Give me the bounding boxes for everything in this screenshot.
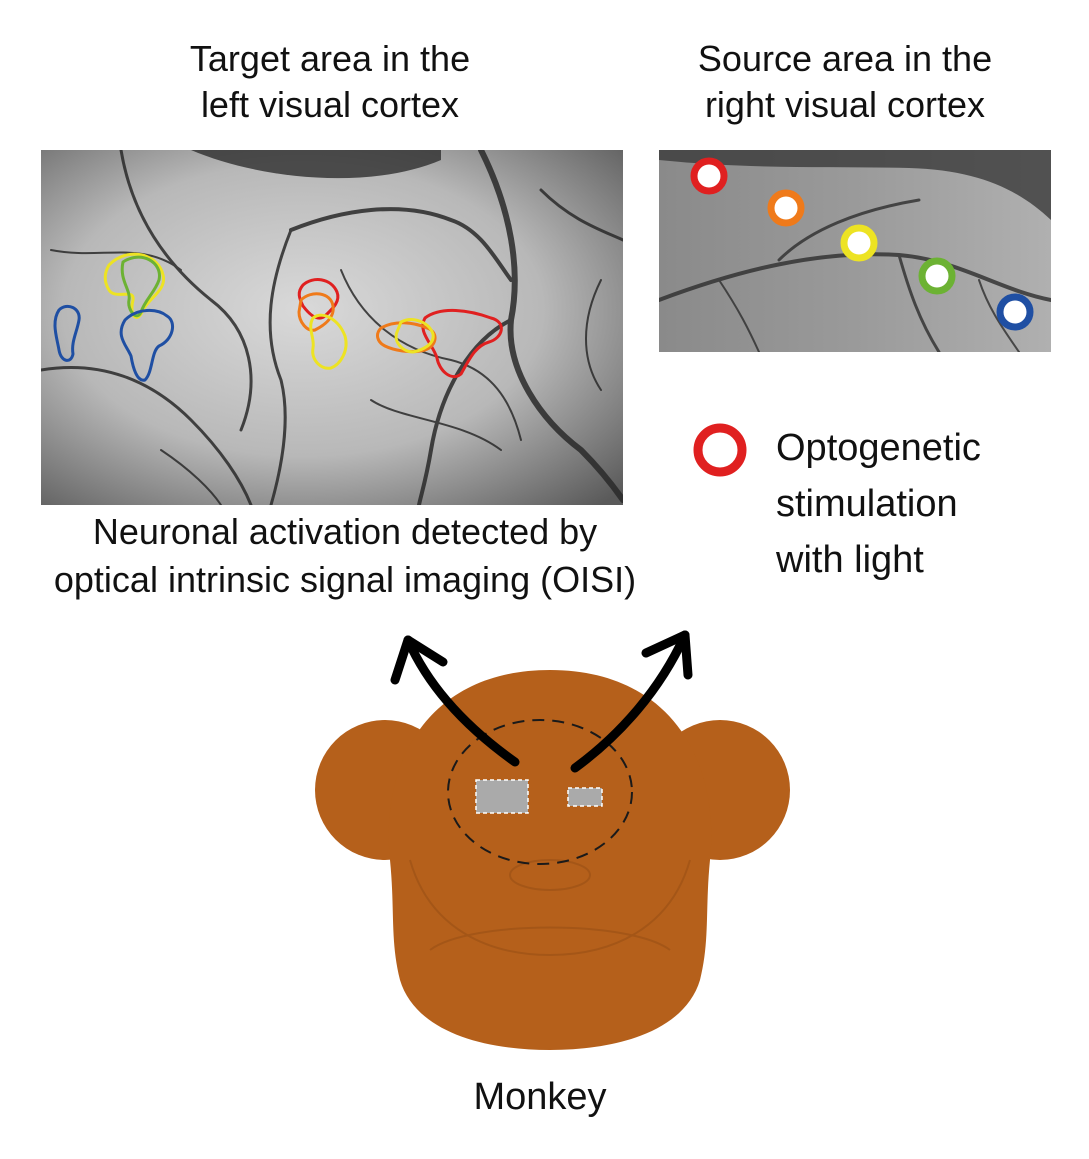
stimulation-ring-icon <box>693 423 747 477</box>
stim-site-red-icon <box>690 157 728 195</box>
oisi-caption-line-2: optical intrinsic signal imaging (OISI) <box>53 559 637 600</box>
target-title-line-2: left visual cortex <box>200 84 460 125</box>
right-arrow-icon <box>570 630 690 773</box>
target-title-line-1: Target area in the <box>189 38 471 79</box>
source-area-title: Source area in the right visual cortex <box>640 36 1050 128</box>
monkey-label: Monkey <box>473 1076 607 1118</box>
right-arrowhead-icon <box>641 630 693 680</box>
source-title-line-1: Source area in the <box>697 38 993 79</box>
left-arrow-icon <box>403 635 520 767</box>
target-cortex-svg <box>41 150 623 505</box>
target-area-title: Target area in the left visual cortex <box>60 36 600 128</box>
left-window <box>475 779 529 814</box>
source-cortex-image <box>659 150 1051 352</box>
source-cortex-svg <box>659 150 1051 352</box>
left-arrowhead-icon <box>390 635 448 685</box>
target-cortex-image <box>41 150 623 505</box>
legend-line-1: Optogenetic <box>776 427 981 469</box>
stim-site-blue-icon <box>996 293 1034 331</box>
legend-label: Optogenetic stimulation with light <box>776 420 981 588</box>
stim-site-green-icon <box>918 257 956 295</box>
right-window <box>567 787 603 807</box>
legend-line-2: stimulation <box>776 483 958 525</box>
oisi-caption-line-1: Neuronal activation detected by <box>92 511 598 552</box>
stim-site-yellow-icon <box>840 224 878 262</box>
monkey-head-icon <box>315 630 790 1050</box>
source-title-line-2: right visual cortex <box>704 84 986 125</box>
oisi-caption: Neuronal activation detected by optical … <box>0 508 690 604</box>
legend-line-3: with light <box>776 539 924 581</box>
stim-site-orange-icon <box>767 189 805 227</box>
skull-outline <box>447 719 633 865</box>
